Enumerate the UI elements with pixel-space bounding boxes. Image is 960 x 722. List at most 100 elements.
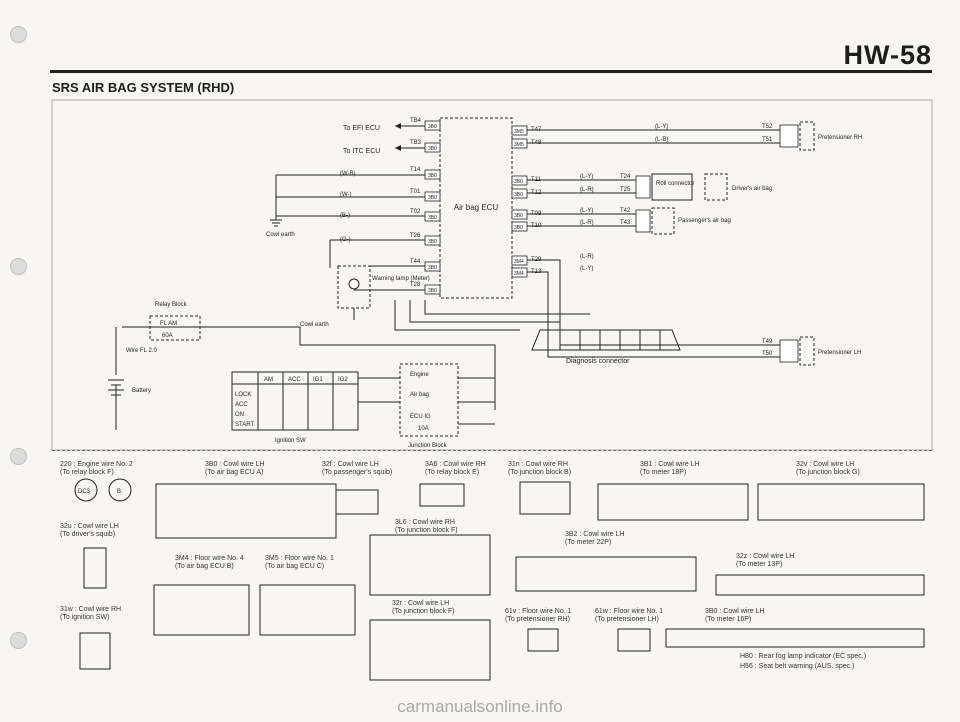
pin-term: T26 — [410, 233, 421, 239]
legend-note-2: H56 : Seat belt warning (AUS. spec.) — [740, 663, 854, 670]
pin-conn: 3B0 — [428, 239, 437, 245]
engine-fuse-label: Engine — [410, 372, 429, 378]
ground-icon — [270, 219, 282, 227]
to-efi-label: To EFI ECU — [343, 125, 380, 132]
battery-label: Battery — [132, 388, 151, 394]
airbag-ecu-label: Air bag ECU — [454, 203, 499, 212]
legend-61v: 61v : Floor wire No. 1(To pretensioner R… — [505, 608, 572, 623]
pin-term: T28 — [410, 282, 421, 288]
legend-3b0: 3B0 : Cowl wire LH(To air bag ECU A) — [205, 461, 265, 476]
pin-conn: 3B0 — [428, 146, 437, 152]
legend-3m4: 3M4 : Floor wire No. 4(To air bag ECU B) — [175, 555, 244, 570]
pretensioner-rh-label: Pretensioner RH — [818, 135, 862, 141]
dc3-label: DC3 — [78, 489, 91, 495]
pin-conn: 3B0 — [514, 225, 523, 231]
pin-dest: T51 — [762, 137, 773, 143]
wire-color: (L-Y) — [580, 266, 593, 272]
junction-block-label: Junction Block — [408, 443, 448, 449]
pin-term: TB3 — [410, 140, 422, 146]
legend-31n: 31n : Cowl wire RH(To junction block B) — [508, 461, 571, 476]
diag-wires — [394, 300, 590, 331]
pretensioner-rh-conn — [779, 124, 799, 148]
diagram-frame — [51, 99, 933, 451]
wire-color: (L-R) — [580, 254, 594, 260]
fuse-10a-label: 10A — [418, 426, 429, 432]
legend-3a6: 3A6 : Cowl wire RH(To relay block E) — [425, 461, 486, 476]
watermark: carmanualsonline.info — [397, 697, 563, 716]
pin-term: T44 — [410, 259, 421, 265]
wire-color: (L-Y) — [580, 174, 593, 180]
ecu-right-pins — [511, 125, 528, 278]
legend-32f: 32f : Cowl wire LH(To passenger's squib) — [322, 461, 392, 476]
ignition-switch-box — [231, 371, 359, 431]
to-itc-label: To ITC ECU — [343, 148, 380, 155]
power-wires — [115, 326, 496, 430]
b-label: B — [117, 489, 121, 495]
wire-color: (L-Y) — [655, 124, 668, 130]
pin-term: T02 — [410, 209, 421, 215]
wire-color: (W-) — [340, 192, 352, 198]
pin-term: TB4 — [410, 118, 422, 124]
legend-3b2: 3B2 : Cowl wire LH(To meter 22P) — [565, 531, 625, 546]
legend-3l6: 3L6 : Cowl wire RH(To junction block F) — [395, 519, 458, 534]
section-title: SRS AIR BAG SYSTEM (RHD) — [52, 80, 235, 95]
passenger-airbag-box — [651, 207, 675, 235]
pin-conn: 3M5 — [514, 142, 524, 148]
page-code: HW-58 — [843, 40, 932, 70]
legend-32u: 32u : Cowl wire LH(To driver's squib) — [60, 523, 119, 538]
pin-conn: 3B0 — [428, 288, 437, 294]
wire-fl-label: Wire FL 2.0 — [126, 348, 157, 354]
legend-3b0b: 3B0 : Cowl wire LH(To meter 16P) — [705, 608, 765, 623]
lamp-wires — [353, 265, 425, 320]
pretensioner-lh-conn — [779, 339, 799, 363]
airbag-ecu-box — [439, 117, 513, 299]
wire-color: (L-B) — [655, 137, 668, 143]
legend-31w: 31w : Cowl wire RH(To ignition SW) — [60, 606, 121, 621]
fuse-60a-label: 60A — [162, 333, 173, 339]
airbag-fuse-label: Air bag — [410, 392, 429, 398]
roll-conn-pins — [635, 175, 651, 199]
ig-term: IG1 — [313, 377, 323, 383]
ig-term: AM — [264, 377, 273, 383]
pin-dest: T50 — [762, 351, 773, 357]
ecu-left-pins — [424, 120, 441, 295]
roll-connector-box — [651, 173, 693, 201]
legend-note-1: H80 : Rear fog lamp indicator (EC spec.) — [740, 653, 866, 660]
binder-hole — [10, 448, 27, 465]
pass-conn-pins — [635, 209, 651, 233]
pin-conn: 3B0 — [514, 192, 523, 198]
ig-term: ACC — [288, 377, 301, 383]
junction-wires — [358, 377, 495, 425]
legend-3b1: 3B1 : Cowl wire LH(To meter 18P) — [640, 461, 700, 476]
pin-conn: 3B0 — [428, 124, 437, 130]
binder-hole — [10, 26, 27, 43]
header-rule — [50, 70, 932, 73]
pin-conn: 3B0 — [428, 173, 437, 179]
legend-3m5: 3M5 : Floor wire No. 1(To air bag ECU C) — [265, 555, 334, 570]
relay-block-label: Relay Block — [155, 302, 188, 308]
driver-airbag-box — [704, 173, 728, 201]
fl-am-label: FL AM — [160, 321, 177, 327]
connector-legend: DC3 B — [74, 478, 925, 681]
pin-conn: 3B0 — [428, 195, 437, 201]
pin-dest: T43 — [620, 220, 631, 226]
pin-dest: T42 — [620, 208, 631, 214]
ig-pos: ON — [235, 412, 244, 418]
lamp-icon — [348, 278, 360, 290]
legend-61w: 61w : Floor wire No. 1(To pretensioner L… — [595, 608, 663, 623]
pin-conn: 3M4 — [514, 271, 524, 277]
warning-lamp-label: Warning lamp (Meter) — [372, 276, 430, 282]
pin-term: T14 — [410, 167, 421, 173]
binder-hole — [10, 258, 27, 275]
right-wires — [527, 129, 780, 358]
roll-connector-label: Roll connector — [656, 181, 694, 187]
pin-conn: 3B0 — [428, 265, 437, 271]
pin-conn: 3B0 — [514, 213, 523, 219]
ignition-sw-label: Ignition SW — [275, 438, 306, 444]
legend-32z: 32z : Cowl wire LH(To meter 13P) — [736, 553, 794, 568]
legend-32r: 32r : Cowl wire LH(To junction block F) — [392, 600, 455, 615]
ig-pos: START — [235, 422, 254, 428]
ig-pos: LOCK — [235, 392, 251, 398]
ig-pos: ACC — [235, 402, 248, 408]
